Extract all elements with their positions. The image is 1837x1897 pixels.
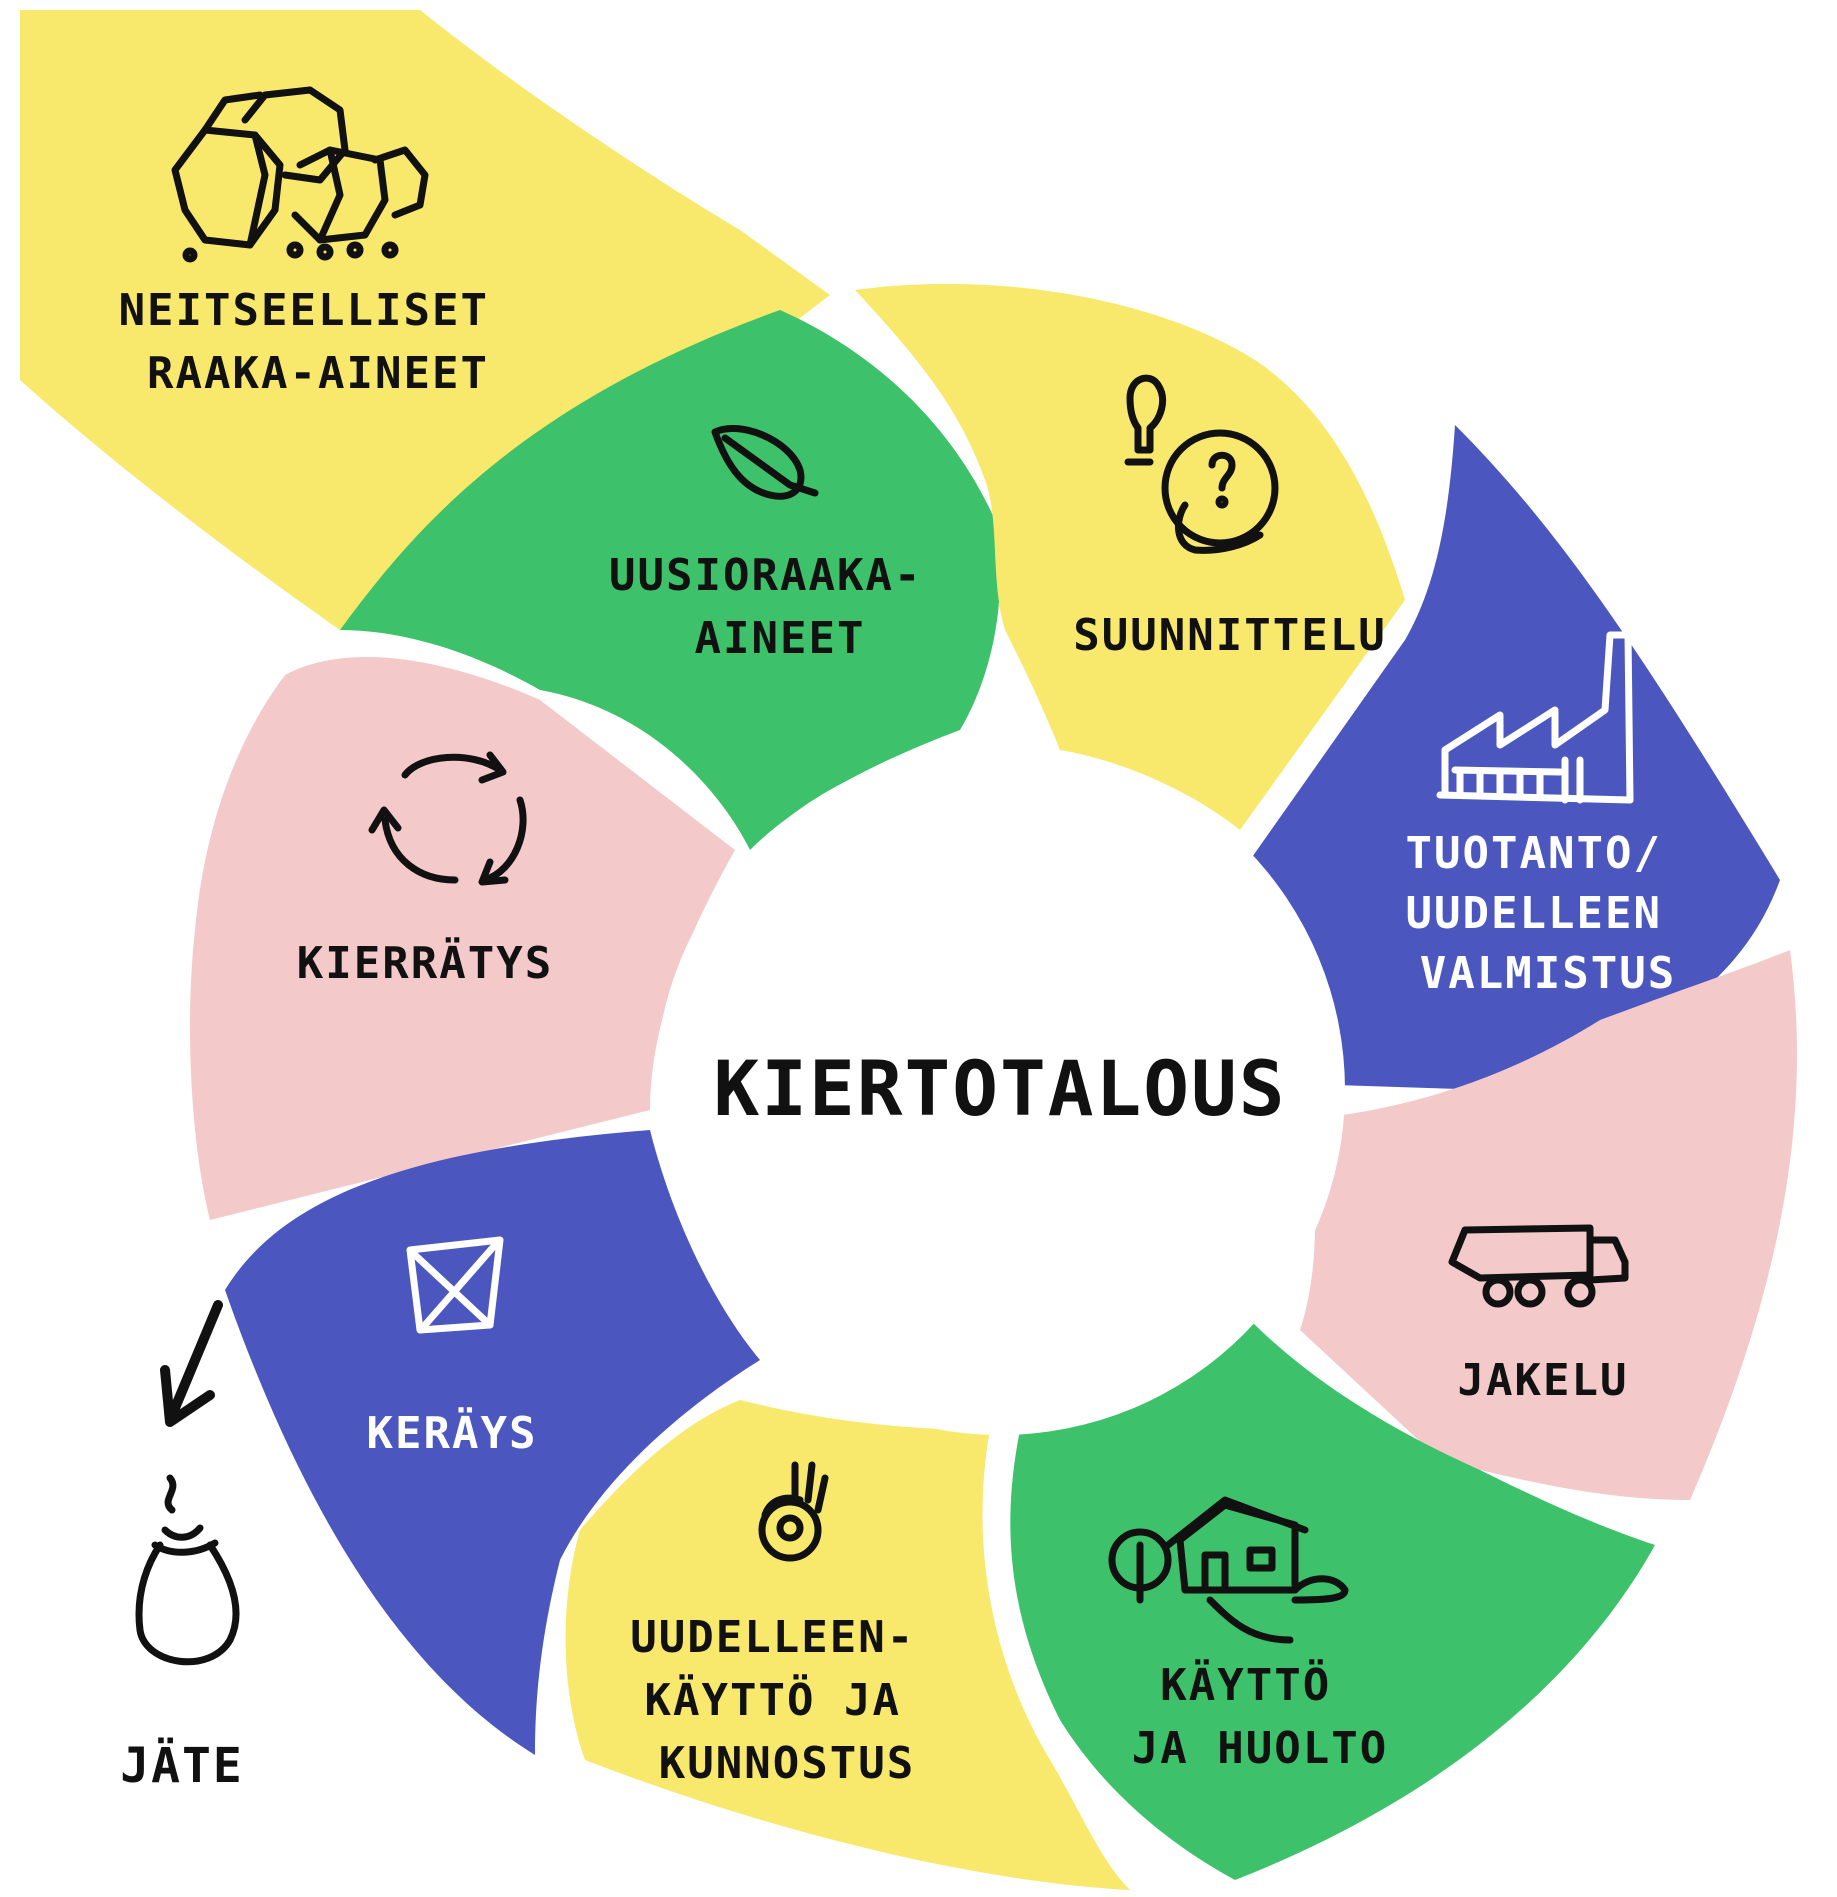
label-keraays: KERÄYS: [367, 1406, 538, 1459]
outflow-label: JÄTE: [120, 1737, 244, 1794]
segment-tuotanto: [1250, 425, 1780, 1090]
inflow-band: [20, 10, 830, 630]
trash-bag-icon: [135, 1474, 240, 1666]
bin-icon: [406, 1236, 504, 1334]
arrow-down-left-icon: [160, 1300, 223, 1427]
segment-uusioraaka: [340, 310, 1001, 850]
segment-kierratys: [190, 656, 735, 1220]
label-tuotanto: TUOTANTO/ UUDELLEEN VALMISTUS: [1406, 828, 1691, 999]
factory-icon: [1436, 631, 1634, 804]
label-kaytto: KÄYTTÖ JA HUOLTO: [1132, 1658, 1388, 1774]
house-icon: [1108, 1496, 1349, 1644]
segment-uudelleenkaytto: [565, 1400, 1130, 1890]
inflow-label: NEITSEELLISET RAAKA-AINEET: [119, 285, 518, 399]
center-circle: [655, 745, 1345, 1435]
label-suunnittelu: SUUNNITTELU: [1073, 610, 1386, 661]
center-label: KIERTOTALOUS: [713, 1044, 1286, 1133]
ok-hand-icon: [758, 1461, 829, 1562]
lightbulb-thinking-icon: [1124, 374, 1279, 554]
truck-icon: [1448, 1224, 1629, 1308]
label-uusioraaka: UUSIORAAKA- AINEET: [609, 550, 951, 664]
label-kierratys: KIERRÄTYS: [297, 936, 553, 989]
rocks-icon: [171, 86, 429, 263]
segment-jakelu: [1300, 950, 1797, 1500]
leaf-icon: [711, 424, 819, 500]
label-uudelleenkaytto: UUDELLEEN- KÄYTTÖ JA KUNNOSTUS: [630, 1612, 943, 1789]
segment-suunnittelu: [855, 283, 1405, 830]
recycle-arrows-icon: [368, 751, 527, 886]
segment-keraays: [225, 1130, 760, 1755]
label-jakelu: JAKELU: [1458, 1355, 1629, 1406]
